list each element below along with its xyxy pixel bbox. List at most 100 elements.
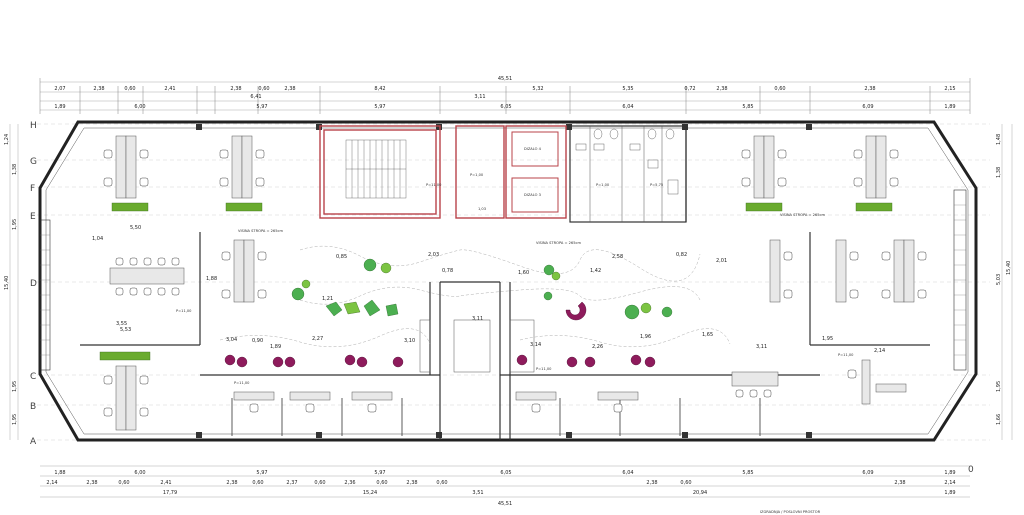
annotations: VISINA STROPA = 265cm VISINA STROPA = 26…	[92, 213, 885, 385]
dim-bot1-3: 5,97	[256, 470, 267, 476]
lift-1	[511, 131, 559, 167]
dim-top-1: 2,07	[54, 86, 65, 92]
dim-right-5: 1,95	[996, 381, 1002, 392]
dim-bot2-10: 0,60	[376, 480, 387, 486]
axis-label-h: H	[30, 121, 37, 131]
dim-top-3: 0,60	[124, 86, 135, 92]
dim-top-4: 2,41	[164, 86, 175, 92]
axis-label-d: D	[30, 279, 37, 289]
dim-top2-7: 6,05	[500, 104, 511, 110]
ceiling-note-2: VISINA STROPA = 265cm	[536, 241, 581, 245]
dim-196: 1,96	[640, 334, 651, 340]
ceiling-note-1: VISINA STROPA = 265cm	[238, 229, 283, 233]
dim-top2-10: 6,09	[862, 104, 873, 110]
dim-bot2-8: 0,60	[314, 480, 325, 486]
dim-165: 1,65	[702, 332, 713, 338]
dim-bot2-2: 2,38	[86, 480, 97, 486]
lounge-zone	[219, 245, 731, 368]
axis-label-right: 0	[968, 465, 974, 475]
dim-top2-6: 3,11	[474, 94, 485, 100]
dim-bot1-1: 1,88	[54, 470, 65, 476]
dim-bot2-16: 2,14	[944, 480, 955, 486]
lift-core	[505, 125, 567, 219]
dim-310: 3,10	[404, 338, 415, 344]
dim-left-2: 1,38	[12, 164, 18, 175]
overall-dimension-bottom: 45,51	[498, 501, 512, 507]
dim-top2-2: 6,00	[134, 104, 145, 110]
dim-top-10: 5,35	[622, 86, 633, 92]
dim-bot3-1: 17,79	[163, 490, 177, 496]
dim-bot2-12: 0,60	[436, 480, 447, 486]
dim-160: 1,60	[518, 270, 529, 276]
plants	[291, 258, 673, 320]
dim-311: 3,11	[756, 344, 767, 350]
dim-left-3: 1,95	[12, 219, 18, 230]
desk-cluster-w	[109, 239, 267, 303]
dim-top-7: 2,38	[284, 86, 295, 92]
dim-right-6: 1,66	[996, 414, 1002, 425]
dim-right-4: 5,03	[996, 274, 1002, 285]
axis-label-f: F	[30, 184, 35, 194]
dim-188: 1,88	[206, 276, 217, 282]
dim-top-8: 8,42	[374, 86, 385, 92]
office-desks-south	[233, 359, 907, 413]
dim-bot2-4: 2,41	[160, 480, 171, 486]
dim-085: 0,85	[336, 254, 347, 260]
kitchen-area-tag: P=5,75	[650, 183, 663, 187]
lift-2-label: DIZALO 3	[524, 193, 541, 197]
dim-top-12: 2,38	[716, 86, 727, 92]
meeting-table	[109, 267, 185, 285]
dim-right-2: 1,38	[996, 167, 1002, 178]
dim-201: 2,01	[716, 258, 727, 264]
axis-label-a: A	[30, 437, 37, 447]
building-outline	[38, 120, 978, 442]
axis-label-e: E	[30, 212, 36, 222]
dim-314: 3,14	[530, 342, 541, 348]
desk-cluster-e	[769, 239, 927, 303]
dim-top2-8: 6,04	[622, 104, 633, 110]
dim-bot1-7: 5,85	[742, 470, 753, 476]
axis-label-c: C	[30, 372, 36, 382]
dim-bot2-15: 2,38	[894, 480, 905, 486]
dim-090: 0,90	[252, 338, 263, 344]
dim-311b: 3,11	[472, 316, 483, 322]
bottom-dimension-lines: 1,88 6,00 5,97 5,97 6,05 6,04 5,85 6,09 …	[40, 465, 970, 514]
partitions	[80, 130, 930, 440]
dim-left-6: 1,95	[12, 414, 18, 425]
dim-195: 1,95	[822, 336, 833, 342]
dim-bot3-4: 20,94	[693, 490, 707, 496]
dim-bot2-13: 2,38	[646, 480, 657, 486]
dim-right-1: 1,48	[996, 134, 1002, 145]
axis-label-b: B	[30, 402, 36, 412]
dim-top-14: 2,38	[864, 86, 875, 92]
dim-226: 2,26	[592, 344, 603, 350]
left-dimension-lines: 1,24 1,38 1,95 15,40 1,95 1,95	[4, 124, 19, 440]
dim-121: 1,21	[322, 296, 333, 302]
dim-214: 2,14	[874, 348, 885, 354]
desk-cluster-nw	[103, 135, 265, 212]
dim-top2-1: 1,89	[54, 104, 65, 110]
dim-bot3-3: 3,51	[472, 490, 483, 496]
building-core: P=11,00 P=1,00 1,03 DIZALO 4 DIZALO 3 P=…	[319, 125, 687, 223]
area-tag-office-2: P=11,00	[536, 367, 552, 371]
area-tag-meeting: P=11,00	[176, 309, 192, 313]
area-tag-east: P=11,00	[838, 353, 854, 357]
stair-treads	[345, 139, 407, 199]
top-dimension-lines: 45,51 2,07 2,38 0,60 2,41 2,38 0,60 2,38…	[39, 76, 971, 114]
dim-bot1-5: 6,05	[500, 470, 511, 476]
poufs	[224, 301, 656, 368]
dim-189: 1,89	[270, 344, 281, 350]
dim-203: 2,03	[428, 252, 439, 258]
dim-553: 5,53	[120, 327, 131, 333]
dim-top2-11: 1,89	[944, 104, 955, 110]
lift-2	[511, 177, 559, 213]
dim-bot3-2: 15,24	[363, 490, 377, 496]
dim-bot2-9: 2,36	[344, 480, 355, 486]
dim-082: 0,82	[676, 252, 687, 258]
dim-top2-9: 5,85	[742, 104, 753, 110]
dim-top-2: 2,38	[93, 86, 104, 92]
dim-top-11: 0,72	[684, 86, 695, 92]
dim-top-5: 2,38	[230, 86, 241, 92]
wc-area-tag: P=1,00	[596, 183, 610, 187]
